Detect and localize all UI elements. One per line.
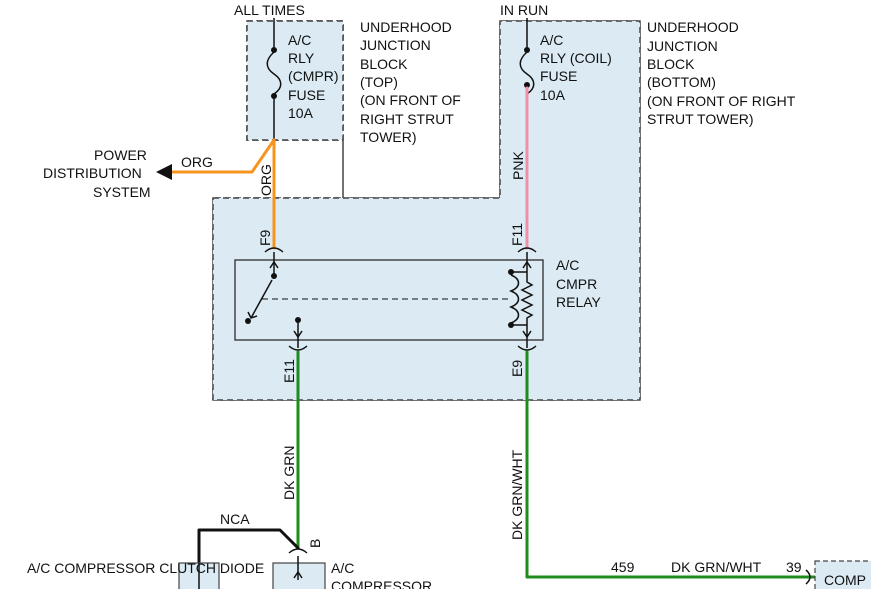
- pin-b-label: B: [307, 539, 323, 548]
- ujb-top-label-line5: (ON FRONT OF: [360, 92, 461, 108]
- relay-coil-icon: [508, 274, 520, 324]
- f11-connector-icon: [517, 247, 537, 253]
- ujb-top-label-line7: TOWER): [360, 129, 417, 145]
- pin-39-connector-icon: [805, 569, 811, 585]
- e9-pin-label: E9: [509, 360, 525, 377]
- e11-connector-icon: [288, 345, 308, 351]
- relay-coil-arrow-bottom-icon: [522, 330, 532, 339]
- ac-compressor-label-line1: A/C: [331, 560, 354, 576]
- pin-39-label: 39: [786, 559, 802, 575]
- fuse1-label-line3: (CMPR): [288, 68, 339, 84]
- dk-grn-wht-wire: [525, 350, 817, 579]
- relay-switch-arrow-bottom-icon: [293, 330, 303, 339]
- ujb-top-label-line1: UNDERHOOD: [360, 19, 452, 35]
- org-wire-branch: [168, 138, 276, 174]
- power-distribution-arrow-icon: [156, 164, 172, 180]
- ujb-bottom-label-line6: STRUT TOWER): [647, 111, 754, 127]
- relay-switch-contact-bottom: [295, 317, 301, 323]
- dk-grn-wht-horizontal-label: DK GRN/WHT: [671, 559, 762, 575]
- org-vertical-label: ORG: [258, 164, 274, 196]
- e11-pin-label: E11: [281, 359, 297, 383]
- junction-block-top-fill: [246, 20, 344, 141]
- fuse2-label-line1: A/C: [540, 32, 563, 48]
- fuse1-bottom-terminal: [271, 93, 277, 99]
- fuse1-top-terminal: [271, 47, 277, 53]
- ac-compressor-label-line2: COMPRESSOR: [331, 578, 432, 589]
- ac-cmpr-relay-box: [234, 259, 544, 341]
- relay-diode-resistor-icon: [520, 275, 534, 326]
- ujb-top-label-line4: (TOP): [360, 74, 398, 90]
- f9-pin-label: F9: [257, 229, 273, 246]
- ujb-bottom-label-line3: BLOCK: [647, 56, 695, 72]
- pin-b-connector-icon: [288, 548, 308, 554]
- ujb-bottom-label-line5: (ON FRONT OF RIGHT: [647, 93, 796, 109]
- relay-label-line3: RELAY: [556, 294, 602, 310]
- ac-compressor-connector: [272, 562, 326, 589]
- fuse2-label-line3: FUSE: [540, 68, 577, 84]
- relay-coil-arrow-top-icon: [522, 260, 532, 269]
- comp-module-box: [814, 560, 871, 589]
- relay-switch-contact-left: [245, 318, 251, 324]
- compressor-clutch-diode-label: A/C COMPRESSOR CLUTCH DIODE: [27, 560, 264, 576]
- fuse2-label-line2: RLY (COIL): [540, 50, 612, 66]
- org-horizontal-label: ORG: [181, 154, 213, 170]
- fuse1-label-line2: RLY: [288, 50, 315, 66]
- power-distribution-line3: SYSTEM: [93, 184, 151, 200]
- f9-connector-icon: [264, 247, 284, 253]
- f11-pin-label: F11: [509, 223, 525, 246]
- fuse1-label-line5: 10A: [288, 105, 314, 121]
- ujb-top-label-line3: BLOCK: [360, 56, 408, 72]
- fuse2-bottom-terminal: [524, 82, 530, 88]
- relay-switch-blade-arrow-icon: [247, 311, 258, 319]
- fuse2-element-icon: [519, 51, 535, 95]
- circuit-459-label: 459: [611, 559, 635, 575]
- power-distribution-line2: DISTRIBUTION: [43, 165, 142, 181]
- relay-label-line1: A/C: [556, 257, 579, 273]
- pnk-label: PNK: [510, 151, 526, 180]
- nca-wire: [197, 528, 300, 565]
- ujb-bottom-label-line1: UNDERHOOD: [647, 19, 739, 35]
- fuse2-top-terminal: [524, 47, 530, 53]
- comp-module-label: COMP: [824, 572, 866, 588]
- ujb-top-label-line2: JUNCTION: [360, 37, 431, 53]
- dk-grn-label: DK GRN: [281, 446, 297, 500]
- relay-switch-contact-top: [271, 273, 277, 279]
- ujb-top-label-line6: RIGHT STRUT: [360, 111, 454, 127]
- ujb-bottom-label-line2: JUNCTION: [647, 38, 718, 54]
- ac-compressor-lead-arrow-icon: [293, 570, 303, 579]
- fuse1-element-icon: [266, 51, 282, 95]
- e9-connector-icon: [517, 345, 537, 351]
- relay-switch-arrow-top-icon: [269, 260, 279, 269]
- relay-label-line2: CMPR: [556, 276, 597, 292]
- fuse2-label-line4: 10A: [540, 87, 566, 103]
- all-times-label: ALL TIMES: [234, 2, 305, 18]
- relay-switch-blade: [250, 279, 273, 319]
- dk-grn-wht-vertical-label: DK GRN/WHT: [509, 449, 525, 540]
- fuse1-label-line4: FUSE: [288, 87, 325, 103]
- fuse1-label-line1: A/C: [288, 32, 311, 48]
- nca-label: NCA: [220, 511, 250, 527]
- in-run-label: IN RUN: [500, 2, 548, 18]
- ujb-bottom-label-line4: (BOTTOM): [647, 74, 716, 90]
- power-distribution-line1: POWER: [94, 147, 147, 163]
